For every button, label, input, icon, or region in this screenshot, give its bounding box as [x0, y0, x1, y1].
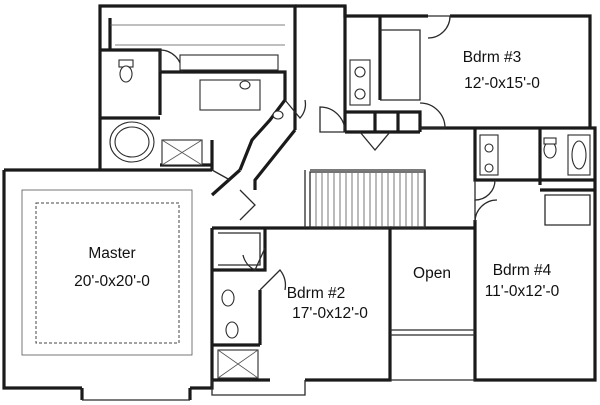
exterior-walls — [2, 4, 597, 401]
room-size-bedroom4: 11'-0x12'-0 — [485, 283, 560, 300]
room-labels: Master 20'-0x20'-0 Bdrm #2 17'-0x12'-0 B… — [74, 49, 560, 322]
room-name-open: Open — [413, 265, 451, 282]
room-name-bedroom2: Bdrm #2 — [287, 285, 346, 302]
room-size-bedroom3: 12'-0x15'-0 — [464, 75, 540, 92]
room-name-bedroom3: Bdrm #3 — [463, 49, 522, 66]
room-name-master: Master — [88, 245, 135, 262]
room-size-master: 20'-0x20'-0 — [74, 273, 150, 290]
door-swings — [159, 15, 498, 291]
room-name-bedroom4: Bdrm #4 — [493, 262, 552, 279]
master-tray-ceiling — [21, 189, 193, 356]
interior-walls — [100, 16, 595, 381]
room-size-bedroom2: 17'-0x12'-0 — [292, 305, 368, 322]
fixtures — [109, 24, 591, 379]
staircase — [309, 171, 426, 229]
